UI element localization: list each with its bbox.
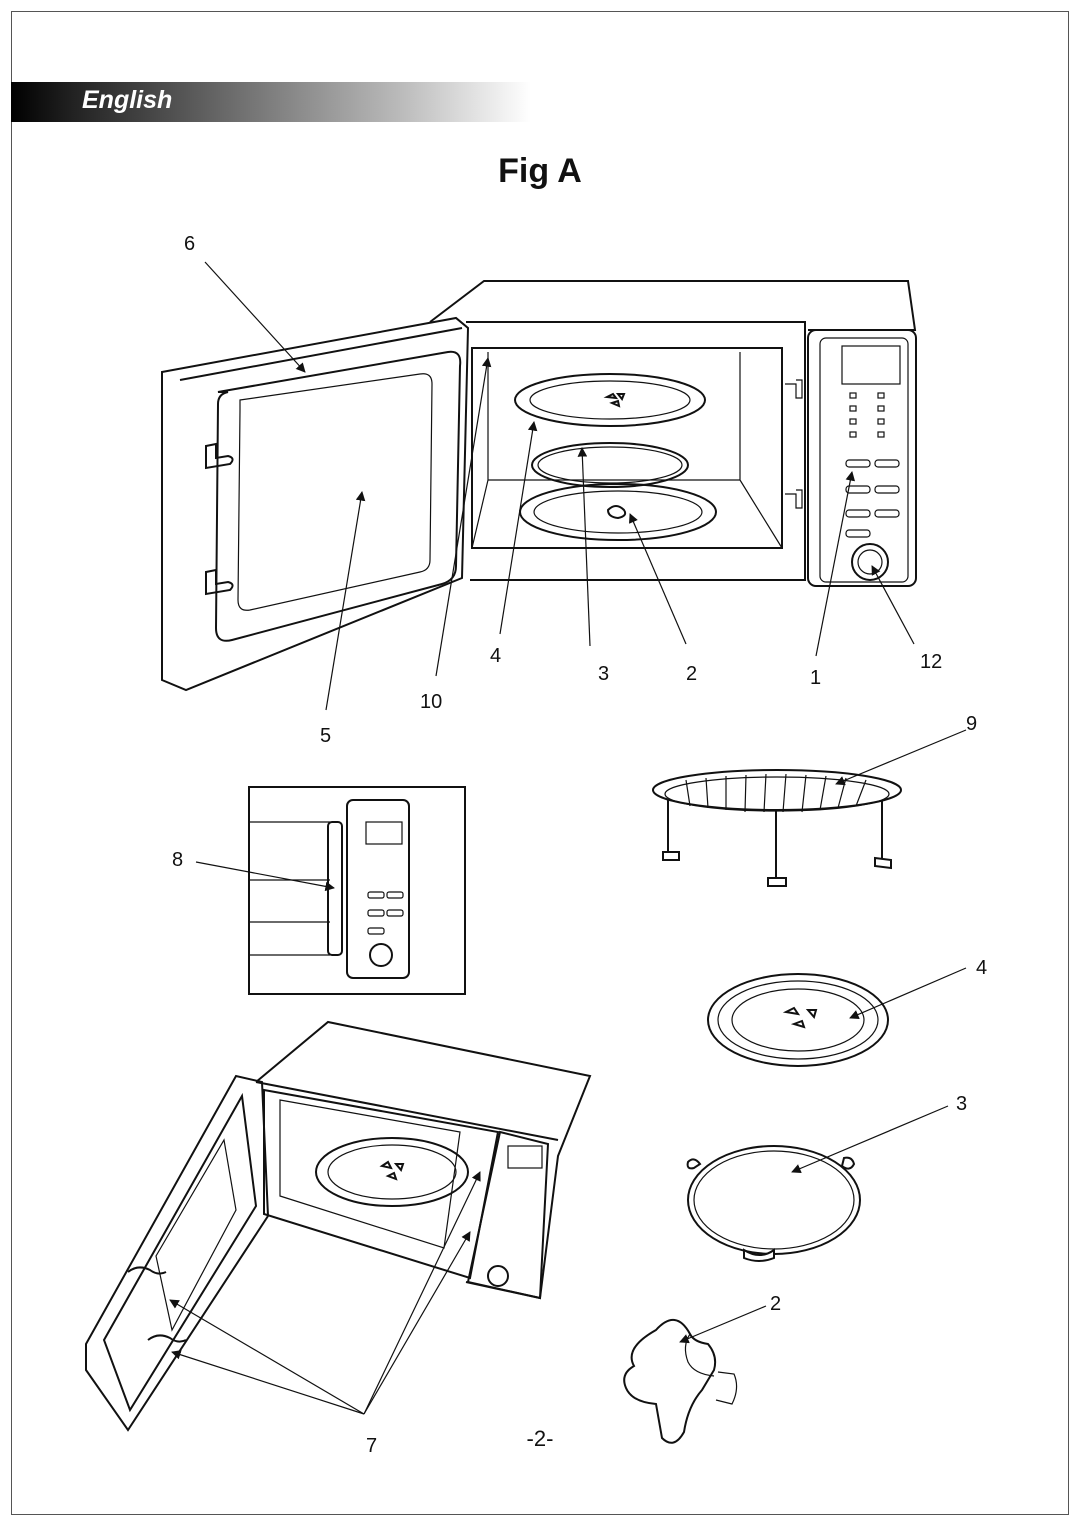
page-border <box>11 11 1069 1515</box>
leader-9 <box>835 729 967 786</box>
roller-ring <box>686 1145 861 1262</box>
callout-6: 6 <box>184 233 195 255</box>
glass-tray <box>707 973 889 1067</box>
callout-7: 7 <box>366 1435 377 1457</box>
leader-3b <box>791 1105 949 1174</box>
callout-8: 8 <box>172 849 183 871</box>
main-leader-lines <box>204 261 915 711</box>
figure-title: Fig A <box>498 152 582 190</box>
language-banner <box>11 82 531 122</box>
language-label: English <box>82 86 173 114</box>
callout-5: 5 <box>320 725 331 747</box>
callout-12: 12 <box>920 651 942 673</box>
coupler <box>623 1319 738 1444</box>
callout-10: 10 <box>420 691 442 713</box>
leader-7-lines <box>169 1171 481 1415</box>
callout-1: 1 <box>810 667 821 689</box>
callout-4-tray: 4 <box>976 957 987 979</box>
callout-2-coupler: 2 <box>770 1293 781 1315</box>
closed-door-inset <box>248 786 466 995</box>
callout-3-ring: 3 <box>956 1093 967 1115</box>
leader-2b <box>679 1305 767 1344</box>
callout-3: 3 <box>598 663 609 685</box>
second-microwave-illustration <box>85 1020 592 1432</box>
grill-rack <box>652 769 902 887</box>
callout-4: 4 <box>490 645 501 667</box>
leader-8 <box>195 861 335 892</box>
main-microwave-illustration <box>161 280 917 692</box>
page-number: -2- <box>526 1426 554 1451</box>
leader-4b <box>849 967 967 1019</box>
callout-2: 2 <box>686 663 697 685</box>
callout-9: 9 <box>966 713 977 735</box>
